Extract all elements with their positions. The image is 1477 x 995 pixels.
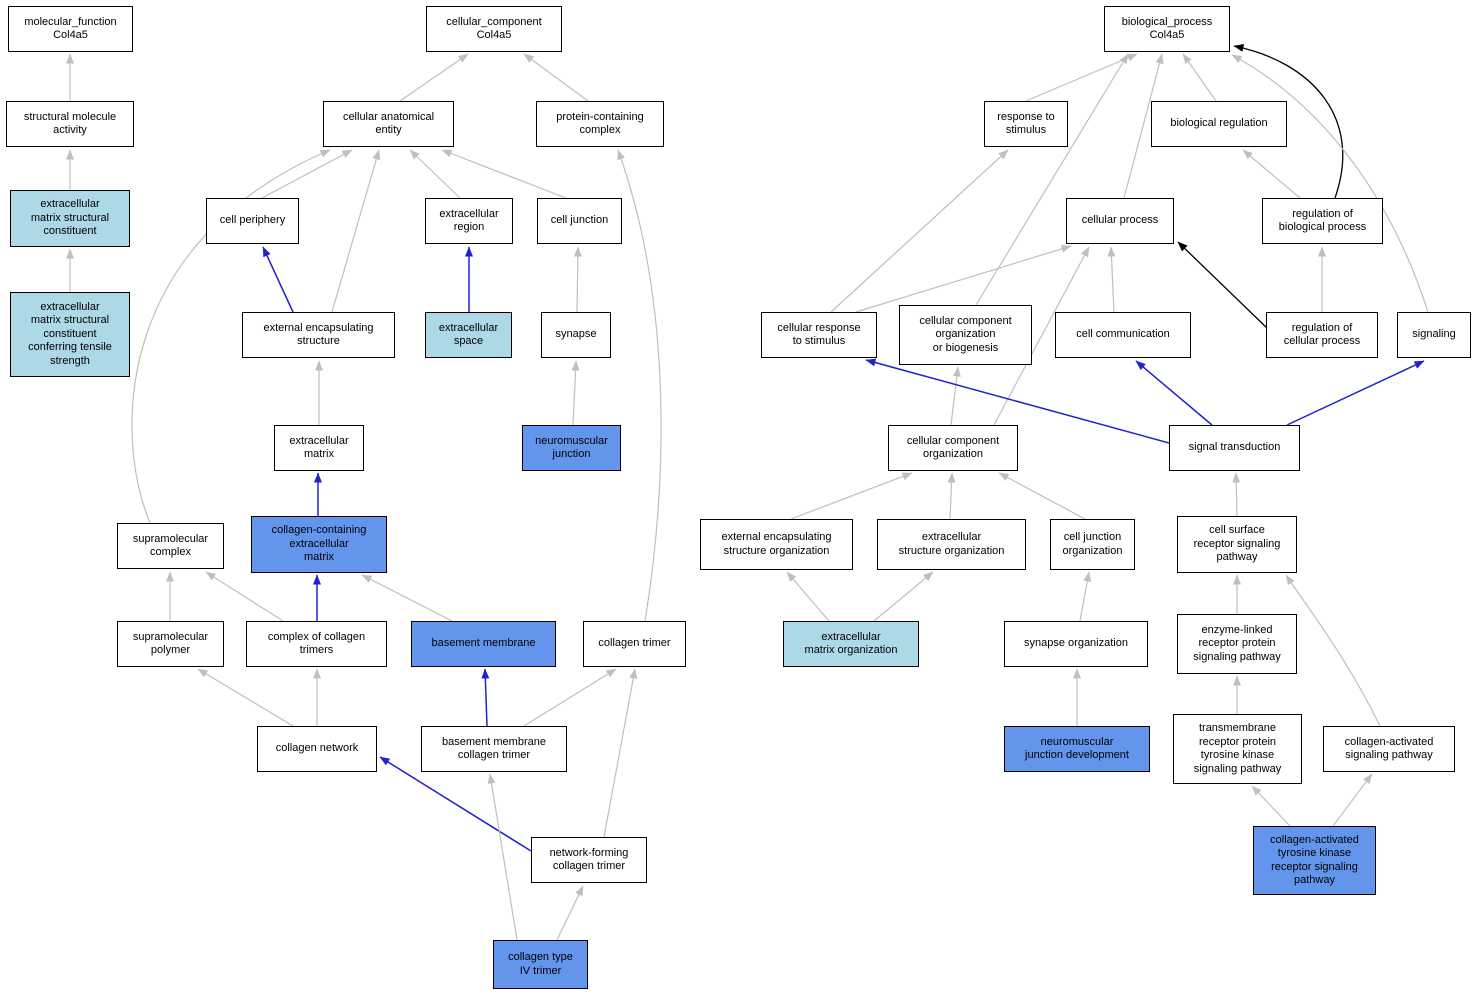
node-cc-organization-or-biogenesis[interactable]: cellular component organization or bioge… bbox=[899, 305, 1032, 365]
node-basement-membrane-collagen-trimer[interactable]: basement membrane collagen trimer bbox=[421, 726, 567, 772]
edge-collagen-activated-signaling-pathway-to-cell-surface-receptor-signaling-pathway bbox=[1285, 574, 1381, 727]
edge-collagen-trimer-to-protein-containing-complex bbox=[617, 149, 662, 622]
node-cellular-process[interactable]: cellular process bbox=[1066, 198, 1174, 244]
node-cellular-anatomical-entity[interactable]: cellular anatomical entity bbox=[323, 101, 454, 147]
edge-network-forming-collagen-trimer-to-collagen-network bbox=[379, 756, 532, 852]
node-extracellular-structure-organization[interactable]: extracellular structure organization bbox=[877, 519, 1026, 570]
node-synapse-organization[interactable]: synapse organization bbox=[1004, 621, 1148, 667]
node-extracellular-matrix[interactable]: extracellular matrix bbox=[274, 425, 364, 471]
edge-signal-transduction-to-cellular-response-to-stimulus bbox=[865, 358, 1170, 444]
edge-signal-transduction-to-signaling bbox=[1286, 360, 1425, 426]
node-collagen-activated-tk-receptor-signaling[interactable]: collagen-activated tyrosine kinase recep… bbox=[1253, 826, 1376, 895]
edge-signal-transduction-to-cell-communication bbox=[1135, 360, 1213, 426]
edge-extracellular-region-to-cellular-anatomical-entity bbox=[409, 149, 461, 199]
node-ecm-structural-constituent-tensile[interactable]: extracellular matrix structural constitu… bbox=[10, 292, 130, 377]
node-regulation-of-biological-process[interactable]: regulation of biological process bbox=[1262, 198, 1383, 244]
edge-cellular-response-to-stimulus-to-response-to-stimulus bbox=[830, 149, 1009, 313]
node-cellular-response-to-stimulus[interactable]: cellular response to stimulus bbox=[761, 312, 877, 358]
node-collagen-containing-ecm[interactable]: collagen-containing extracellular matrix bbox=[251, 516, 387, 573]
edge-cell-surface-receptor-signaling-pathway-to-signal-transduction bbox=[1232, 472, 1241, 517]
node-supramolecular-complex[interactable]: supramolecular complex bbox=[117, 523, 224, 569]
node-collagen-trimer[interactable]: collagen trimer bbox=[583, 621, 686, 667]
node-regulation-of-cellular-process[interactable]: regulation of cellular process bbox=[1266, 312, 1378, 358]
edge-complex-of-collagen-trimers-to-supramolecular-complex bbox=[205, 571, 284, 622]
node-supramolecular-polymer[interactable]: supramolecular polymer bbox=[117, 621, 224, 667]
edge-external-encapsulating-structure-to-cell-periphery bbox=[262, 246, 294, 313]
node-cell-junction-organization[interactable]: cell junction organization bbox=[1050, 519, 1135, 570]
edge-ext-encapsulating-structure-organization-to-cellular-component-organization bbox=[790, 472, 913, 520]
edge-regulation-of-biological-process-to-biological-process-col4a5 bbox=[1233, 43, 1344, 199]
edge-neuromuscular-junction-to-synapse bbox=[571, 360, 580, 426]
node-synapse[interactable]: synapse bbox=[541, 312, 611, 358]
node-cell-surface-receptor-signaling-pathway[interactable]: cell surface receptor signaling pathway bbox=[1177, 516, 1297, 573]
node-protein-containing-complex[interactable]: protein-containing complex bbox=[536, 101, 664, 147]
node-cell-periphery[interactable]: cell periphery bbox=[206, 198, 299, 244]
edge-biological-regulation-to-biological-process-col4a5 bbox=[1182, 53, 1217, 102]
node-structural-molecule-activity[interactable]: structural molecule activity bbox=[6, 101, 134, 147]
edge-cell-junction-organization-to-cellular-component-organization bbox=[998, 472, 1086, 520]
edge-signaling-to-biological-process-col4a5 bbox=[1231, 54, 1429, 313]
edge-collagen-type-iv-trimer-to-basement-membrane-collagen-trimer bbox=[487, 773, 518, 941]
edge-cellular-response-to-stimulus-to-cellular-process bbox=[855, 244, 1072, 313]
edge-external-encapsulating-structure-to-cellular-anatomical-entity bbox=[331, 149, 381, 313]
node-cell-communication[interactable]: cell communication bbox=[1055, 312, 1191, 358]
edge-extracellular-structure-organization-to-cellular-component-organization bbox=[947, 472, 956, 520]
edge-cell-communication-to-cellular-process bbox=[1107, 246, 1116, 313]
edge-cellular-component-organization-to-cc-organization-or-biogenesis bbox=[950, 366, 961, 426]
edge-collagen-activated-tk-receptor-signaling-to-transmembrane-rtk-signaling bbox=[1251, 785, 1291, 827]
node-network-forming-collagen-trimer[interactable]: network-forming collagen trimer bbox=[531, 837, 647, 883]
edge-basement-membrane-collagen-trimer-to-basement-membrane bbox=[481, 668, 490, 727]
node-molecular-function-col4a5[interactable]: molecular_function Col4a5 bbox=[8, 6, 133, 52]
edge-basement-membrane-to-collagen-containing-ecm bbox=[361, 574, 453, 622]
node-response-to-stimulus[interactable]: response to stimulus bbox=[984, 101, 1068, 147]
edge-protein-containing-complex-to-cellular-component-col4a5 bbox=[523, 53, 589, 102]
edge-extracellular-matrix-organization-to-ext-encapsulating-structure-organization bbox=[786, 571, 830, 622]
edge-cell-junction-to-cellular-anatomical-entity bbox=[441, 149, 567, 199]
edge-regulation-of-cellular-process-to-cellular-process bbox=[1177, 241, 1269, 330]
node-signaling[interactable]: signaling bbox=[1397, 312, 1471, 358]
node-transmembrane-rtk-signaling[interactable]: transmembrane receptor protein tyrosine … bbox=[1173, 714, 1302, 784]
edge-cellular-component-organization-to-cellular-process bbox=[993, 246, 1090, 426]
node-enzyme-linked-receptor-signaling[interactable]: enzyme-linked receptor protein signaling… bbox=[1177, 614, 1297, 674]
edge-regulation-of-biological-process-to-biological-regulation bbox=[1242, 149, 1301, 199]
edge-cell-periphery-to-cellular-anatomical-entity bbox=[261, 149, 353, 199]
node-external-encapsulating-structure[interactable]: external encapsulating structure bbox=[242, 312, 395, 358]
edge-cellular-anatomical-entity-to-cellular-component-col4a5 bbox=[399, 53, 469, 102]
node-basement-membrane[interactable]: basement membrane bbox=[411, 621, 556, 667]
edge-network-forming-collagen-trimer-to-collagen-trimer bbox=[603, 668, 638, 838]
edge-cc-organization-or-biogenesis-to-biological-process-col4a5 bbox=[975, 53, 1129, 306]
node-biological-process-col4a5[interactable]: biological_process Col4a5 bbox=[1104, 6, 1230, 52]
node-extracellular-region[interactable]: extracellular region bbox=[425, 198, 513, 244]
node-ext-encapsulating-structure-organization[interactable]: external encapsulating structure organiz… bbox=[700, 519, 853, 570]
node-biological-regulation[interactable]: biological regulation bbox=[1151, 101, 1287, 147]
node-signal-transduction[interactable]: signal transduction bbox=[1169, 425, 1300, 471]
node-cellular-component-organization[interactable]: cellular component organization bbox=[888, 425, 1018, 471]
edge-synapse-to-cell-junction bbox=[573, 246, 582, 313]
edge-basement-membrane-collagen-trimer-to-collagen-trimer bbox=[523, 668, 617, 727]
edge-collagen-network-to-supramolecular-polymer bbox=[197, 668, 294, 727]
node-extracellular-space[interactable]: extracellular space bbox=[425, 312, 512, 358]
edge-collagen-activated-tk-receptor-signaling-to-collagen-activated-signaling-pathway bbox=[1332, 773, 1373, 827]
edge-cellular-process-to-biological-process-col4a5 bbox=[1123, 53, 1164, 199]
node-complex-of-collagen-trimers[interactable]: complex of collagen trimers bbox=[246, 621, 387, 667]
node-collagen-activated-signaling-pathway[interactable]: collagen-activated signaling pathway bbox=[1323, 726, 1455, 772]
node-neuromuscular-junction[interactable]: neuromuscular junction bbox=[522, 425, 621, 471]
node-ecm-structural-constituent[interactable]: extracellular matrix structural constitu… bbox=[10, 190, 130, 247]
node-cellular-component-col4a5[interactable]: cellular_component Col4a5 bbox=[426, 6, 562, 52]
node-neuromuscular-junction-development[interactable]: neuromuscular junction development bbox=[1004, 726, 1150, 772]
edge-synapse-organization-to-cell-junction-organization bbox=[1079, 571, 1092, 622]
edge-collagen-type-iv-trimer-to-network-forming-collagen-trimer bbox=[556, 885, 584, 941]
edge-response-to-stimulus-to-biological-process-col4a5 bbox=[1025, 53, 1138, 102]
edge-extracellular-matrix-organization-to-extracellular-structure-organization bbox=[873, 571, 934, 622]
node-extracellular-matrix-organization[interactable]: extracellular matrix organization bbox=[783, 621, 919, 667]
edge-supramolecular-complex-to-cellular-anatomical-entity bbox=[131, 149, 331, 524]
node-cell-junction[interactable]: cell junction bbox=[537, 198, 622, 244]
node-collagen-network[interactable]: collagen network bbox=[257, 726, 377, 772]
node-collagen-type-iv-trimer[interactable]: collagen type IV trimer bbox=[493, 940, 588, 989]
